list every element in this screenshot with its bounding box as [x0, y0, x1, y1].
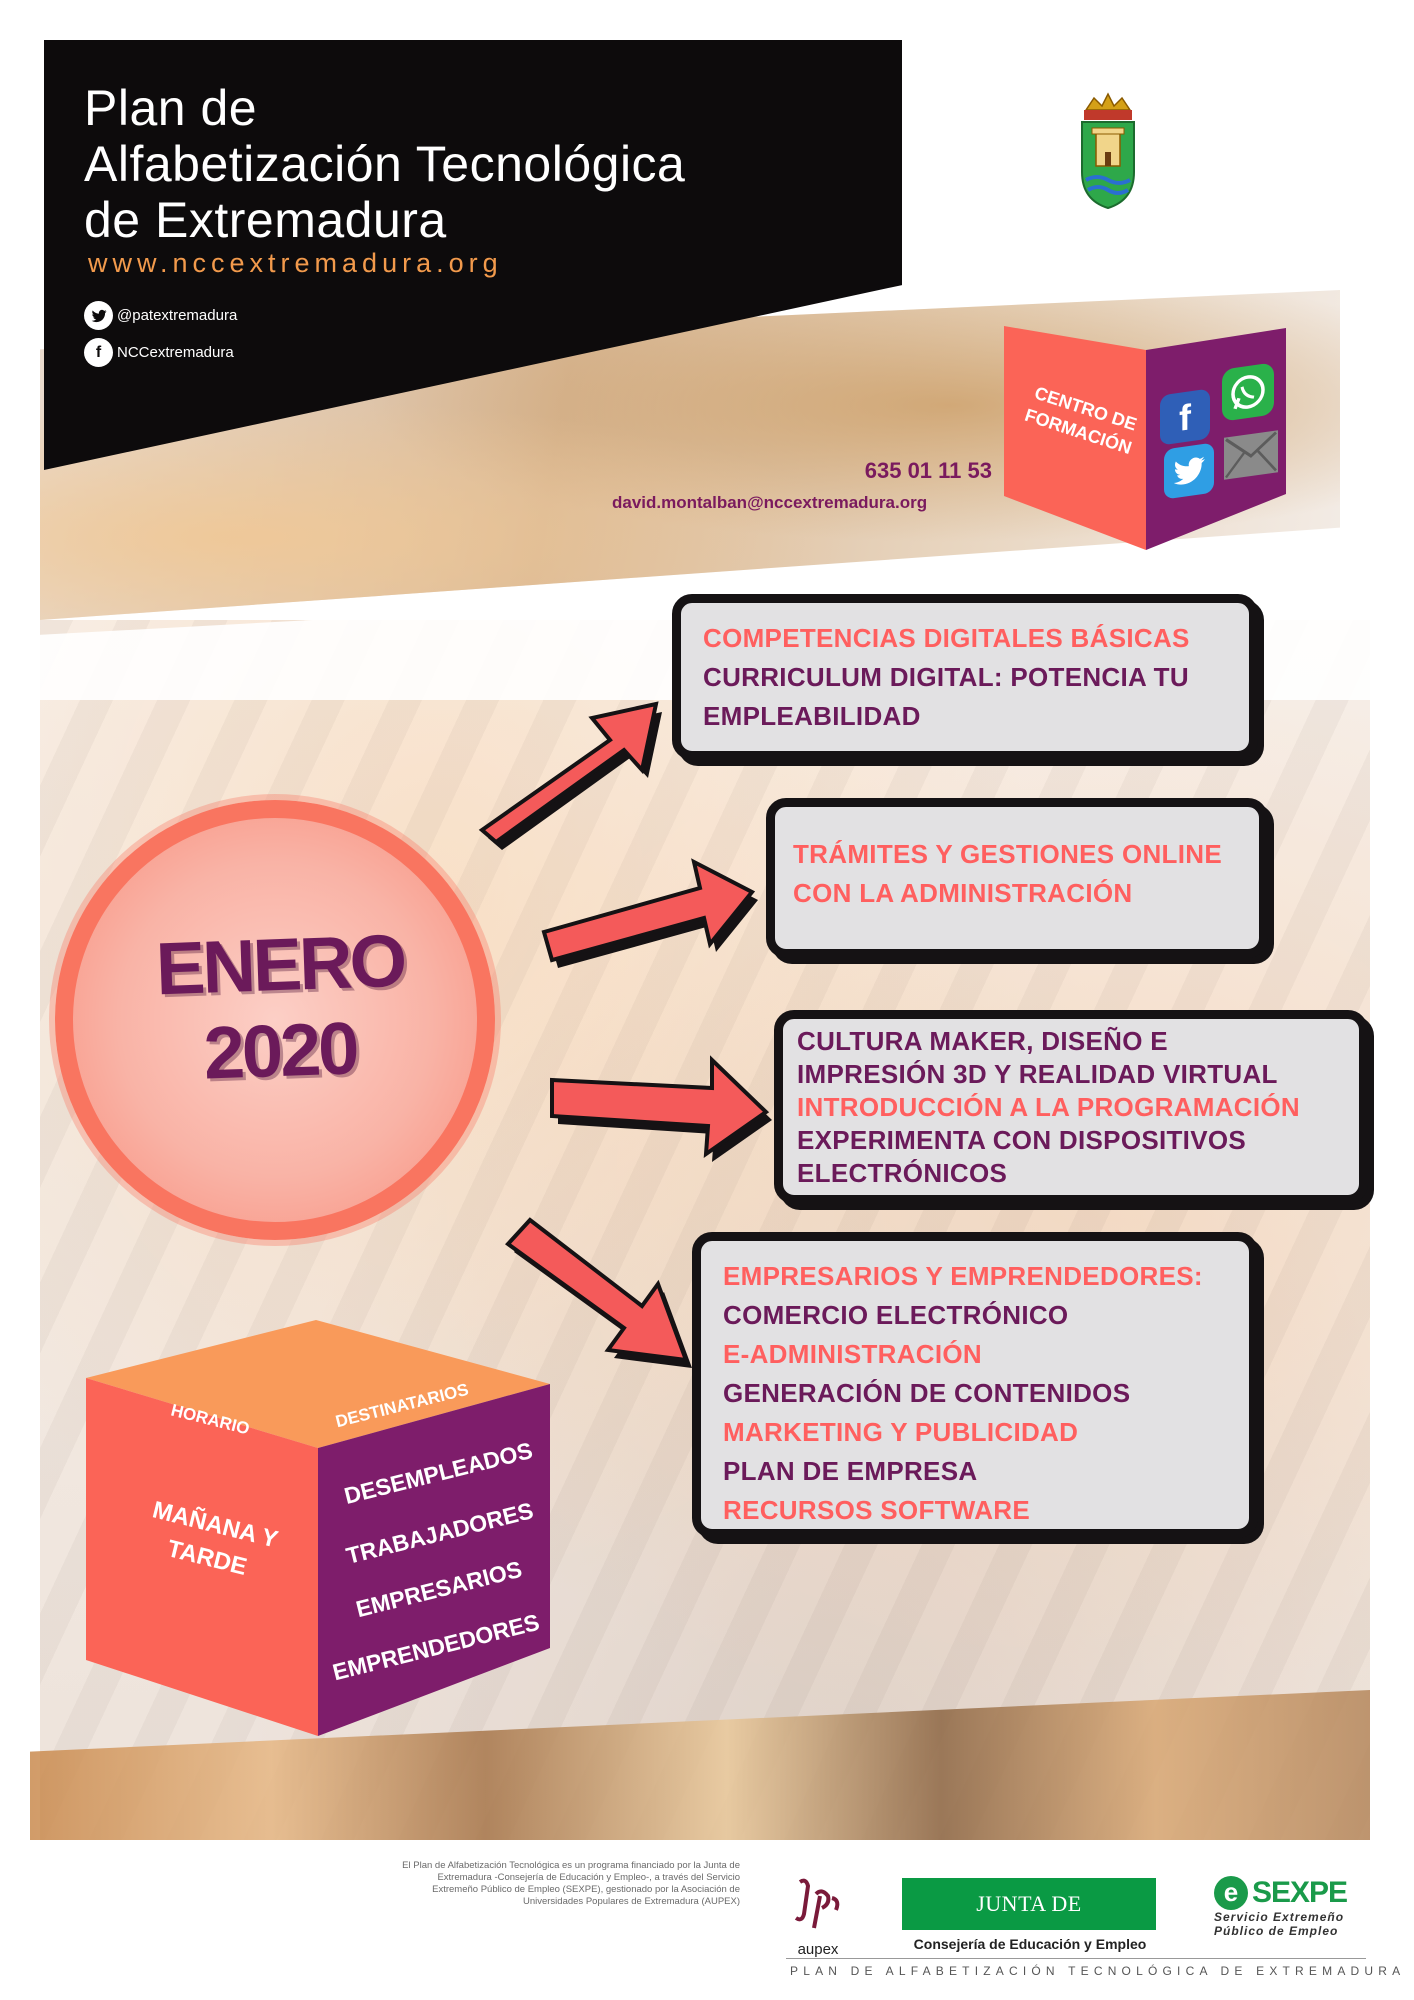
arrow-to-box-1: [478, 701, 662, 850]
course-item: EXPERIMENTA CON DISPOSITIVOS: [797, 1125, 1247, 1155]
title-line-1: Plan de: [84, 80, 258, 136]
course-item: INTRODUCCIÓN A LA PROGRAMACIÓN: [797, 1092, 1300, 1122]
cube-shape: [86, 1320, 550, 1736]
date-label: ENERO 2020: [120, 919, 440, 1095]
course-item: MARKETING Y PUBLICIDAD: [723, 1417, 1079, 1447]
footer-white-area: [0, 1840, 1414, 2000]
course-item: EMPLEABILIDAD: [703, 701, 921, 731]
course-box-2: TRÁMITES Y GESTIONES ONLINE CON LA ADMIN…: [766, 798, 1268, 958]
title-line-3: de Extremadura: [84, 192, 447, 248]
course-box-1: COMPETENCIAS DIGITALES BÁSICAS CURRICULU…: [672, 594, 1258, 760]
date-month: ENERO: [154, 918, 406, 1011]
mail-icon[interactable]: [1224, 430, 1278, 480]
junta-logo: JUNTA DE EXTREMADURA: [902, 1878, 1156, 1968]
sexpe-label: SEXPE: [1252, 1876, 1348, 1909]
course-item: TRÁMITES Y GESTIONES ONLINE: [793, 839, 1222, 869]
footer-tagline: PLAN DE ALFABETIZACIÓN TECNOLÓGICA DE EX…: [790, 1964, 1406, 1978]
title-line-2: Alfabetización Tecnológica: [84, 136, 686, 192]
sexpe-e-icon: e: [1214, 1876, 1248, 1910]
coat-of-arms-icon: [1081, 92, 1135, 210]
course-item: COMERCIO ELECTRÓNICO: [723, 1300, 1069, 1330]
course-item: EMPRESARIOS Y EMPRENDEDORES:: [723, 1261, 1203, 1291]
course-box-3: CULTURA MAKER, DISEÑO E IMPRESIÓN 3D Y R…: [774, 1010, 1368, 1204]
arrow-to-box-2: [541, 858, 758, 968]
course-item: COMPETENCIAS DIGITALES BÁSICAS: [703, 623, 1190, 653]
course-item: PLAN DE EMPRESA: [723, 1456, 978, 1486]
facebook-handle-row[interactable]: f NCCextremadura: [84, 338, 234, 367]
twitter-handle: @patextremadura: [117, 307, 238, 324]
website-link[interactable]: www.nccextremadura.org: [88, 248, 503, 278]
course-box-4: EMPRESARIOS Y EMPRENDEDORES: COMERCIO EL…: [692, 1232, 1258, 1538]
twitter-handle-row[interactable]: @patextremadura: [84, 301, 237, 330]
footer-divider: [786, 1958, 1366, 1959]
contact-phone[interactable]: 635 01 11 53: [864, 458, 992, 483]
aupex-icon: [794, 1878, 840, 1929]
twitter-icon[interactable]: [1164, 442, 1214, 500]
twitter-icon: [84, 301, 113, 330]
arrow-to-box-3: [550, 1055, 772, 1162]
whatsapp-icon[interactable]: [1222, 362, 1274, 422]
course-item: CULTURA MAKER, DISEÑO E: [797, 1026, 1168, 1056]
facebook-handle: NCCextremadura: [117, 344, 234, 361]
course-item: ELECTRÓNICOS: [797, 1158, 1008, 1188]
date-year: 2020: [202, 1006, 358, 1095]
horario-destinatarios-cube: HORARIO DESTINATARIOS MAÑANA Y TARDE DES…: [86, 1318, 556, 1738]
sexpe-sub-line-2: Público de Empleo: [1214, 1924, 1339, 1938]
aupex-logo: aupex: [786, 1874, 850, 1960]
course-item: GENERACIÓN DE CONTENIDOS: [723, 1378, 1131, 1408]
page-title: Plan de Alfabetización Tecnológica de Ex…: [84, 80, 685, 248]
facebook-icon: f: [84, 338, 113, 367]
centro-formacion-cube: CENTRO DE FORMACIÓN f: [996, 326, 1286, 550]
consejeria-label: Consejería de Educación y Empleo: [913, 1936, 1147, 1952]
program-funding-note: El Plan de Alfabetización Tecnológica es…: [402, 1860, 740, 1907]
arrow-to-box-4: [505, 1217, 692, 1368]
sexpe-logo: e SEXPE Servicio Extremeño Público de Em…: [1214, 1876, 1374, 1938]
course-item: E-ADMINISTRACIÓN: [723, 1339, 983, 1369]
facebook-icon[interactable]: f: [1160, 388, 1210, 446]
municipal-logo-circle: [1002, 40, 1214, 252]
contact-email[interactable]: david.montalban@nccextremadura.org: [612, 493, 928, 512]
course-item: IMPRESIÓN 3D Y REALIDAD VIRTUAL: [797, 1059, 1278, 1089]
course-item: RECURSOS SOFTWARE: [723, 1495, 1031, 1525]
course-item: CON LA ADMINISTRACIÓN: [793, 878, 1133, 908]
sexpe-sub-line-1: Servicio Extremeño: [1214, 1910, 1345, 1924]
course-item: CURRICULUM DIGITAL: POTENCIA TU: [703, 662, 1189, 692]
aupex-label: aupex: [797, 1941, 839, 1958]
